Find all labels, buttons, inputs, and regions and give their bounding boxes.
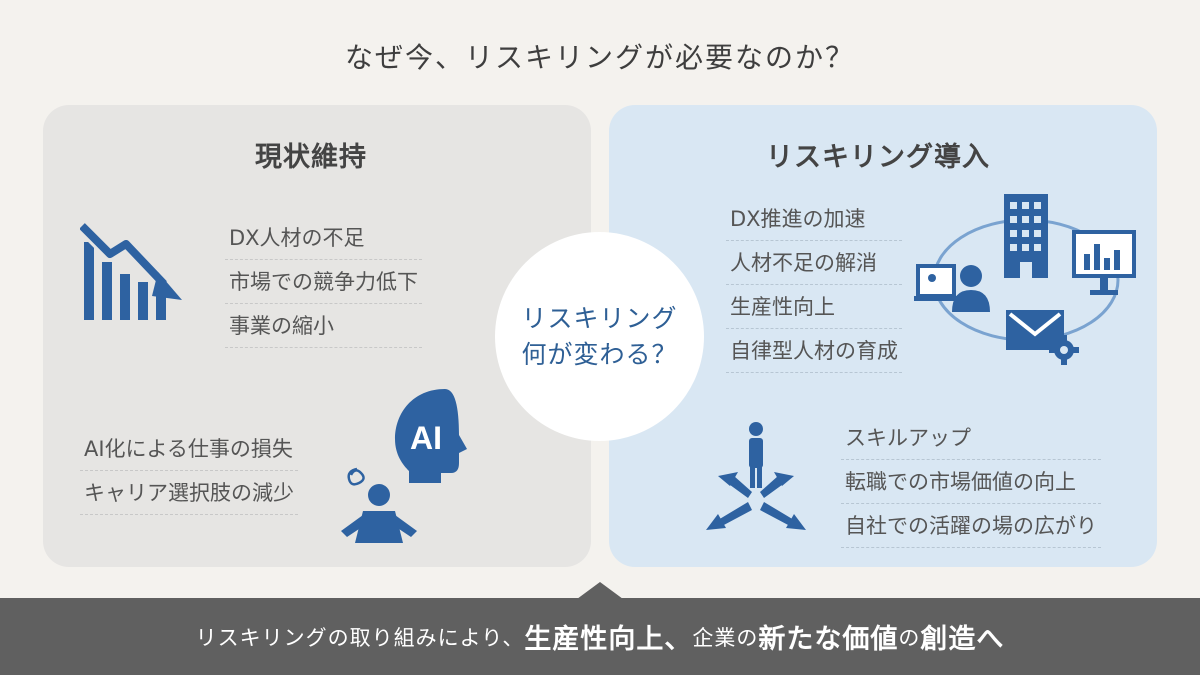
list-item: 自律型人材の育成 [726,329,902,373]
center-line-2: 何が変わる？ [521,339,678,369]
list-item: 市場での競争力低下 [225,260,422,304]
conclusion-bar: リスキリングの取り組みにより、 生産性向上、 企業の 新たな価値 の 創造へ [0,598,1200,675]
conclusion-highlight-3: 創造へ [920,624,1005,655]
reskilling-list-1: DX推進の加速 人材不足の解消 生産性向上 自律型人材の育成 [726,197,902,373]
list-item: DX推進の加速 [726,197,902,241]
conclusion-text-3: の [898,625,921,650]
reskilling-list-2: スキルアップ 転職での市場価値の向上 自社での活躍の場の広がり [841,416,1101,548]
digital-business-icon [914,194,1136,365]
career-paths-icon [706,422,806,530]
list-item: 生産性向上 [726,285,902,329]
list-item: 事業の縮小 [225,304,422,348]
conclusion-text-1: リスキリングの取り組みにより、 [195,625,525,650]
list-item: AI化による仕事の損失 [80,427,298,471]
page-title: なぜ今、リスキリングが必要なのか？ [344,41,855,74]
status-quo-list-1: DX人材の不足 市場での競争力低下 事業の縮小 [225,216,422,348]
conclusion-highlight-1: 生産性向上、 [524,624,693,655]
reskilling-title: リスキリング導入 [766,142,990,173]
list-item: 自社での活躍の場の広がり [841,504,1101,548]
ai-replacing-worker-icon: AI [341,389,467,543]
list-item: DX人材の不足 [225,216,422,260]
conclusion-highlight-2: 新たな価値 [758,624,899,655]
ai-icon-label: AI [410,420,442,456]
bar-pointer [577,582,623,599]
list-item: スキルアップ [841,416,1101,460]
list-item: 転職での市場価値の向上 [841,460,1101,504]
list-item: 人材不足の解消 [726,241,902,285]
conclusion-text-2: 企業の [692,625,759,650]
list-item: キャリア選択肢の減少 [80,471,298,515]
status-quo-list-2: AI化による仕事の損失 キャリア選択肢の減少 [80,427,298,515]
center-line-1: リスキリング [521,303,678,333]
center-question-circle: リスキリング 何が変わる？ [495,232,704,441]
status-quo-title: 現状維持 [255,142,367,173]
declining-chart-icon [80,222,182,320]
